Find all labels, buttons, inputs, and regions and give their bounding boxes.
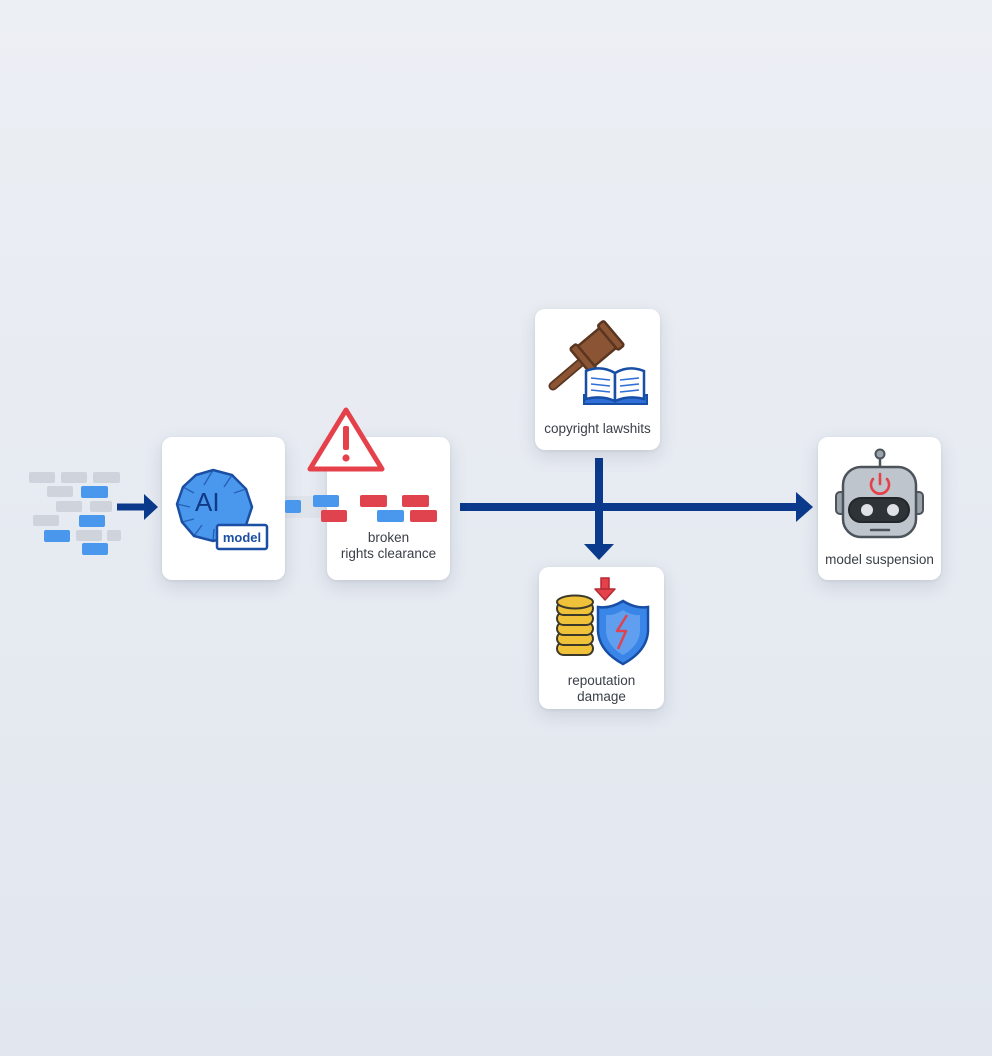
- input-arrow: [117, 494, 158, 520]
- ai-model-card[interactable]: AI model: [162, 437, 285, 580]
- reputation-damage-card[interactable]: repoutation damage: [539, 567, 664, 709]
- model-suspension-card[interactable]: model suspension: [818, 437, 941, 580]
- broken-data-blocks: [285, 495, 437, 522]
- rights-clearance-label-line2: rights clearance: [340, 546, 437, 561]
- main-flow-arrow: [460, 492, 813, 522]
- copyright-lawsuits-label: copyright lawshits: [544, 421, 651, 436]
- power-icon: [869, 472, 891, 495]
- book-icon: [583, 367, 648, 405]
- shield-icon: [596, 599, 650, 666]
- coins-icon: [556, 594, 594, 656]
- ai-brain-icon: [175, 468, 269, 551]
- warning-icon: [307, 407, 385, 472]
- model-badge-text: model: [222, 530, 262, 545]
- branch-connector: [584, 458, 614, 560]
- model-suspension-label: model suspension: [825, 552, 934, 567]
- copyright-lawsuits-card[interactable]: copyright lawshits: [535, 309, 660, 450]
- gavel-icon: [548, 320, 625, 391]
- down-arrow-icon: [594, 577, 616, 601]
- reputation-label-line1: repoutation: [567, 673, 636, 688]
- reputation-label-line2: damage: [577, 689, 626, 704]
- rights-clearance-label-line1: broken: [367, 530, 410, 545]
- robot-icon: [835, 448, 924, 539]
- ai-logo-text: AI: [195, 487, 220, 517]
